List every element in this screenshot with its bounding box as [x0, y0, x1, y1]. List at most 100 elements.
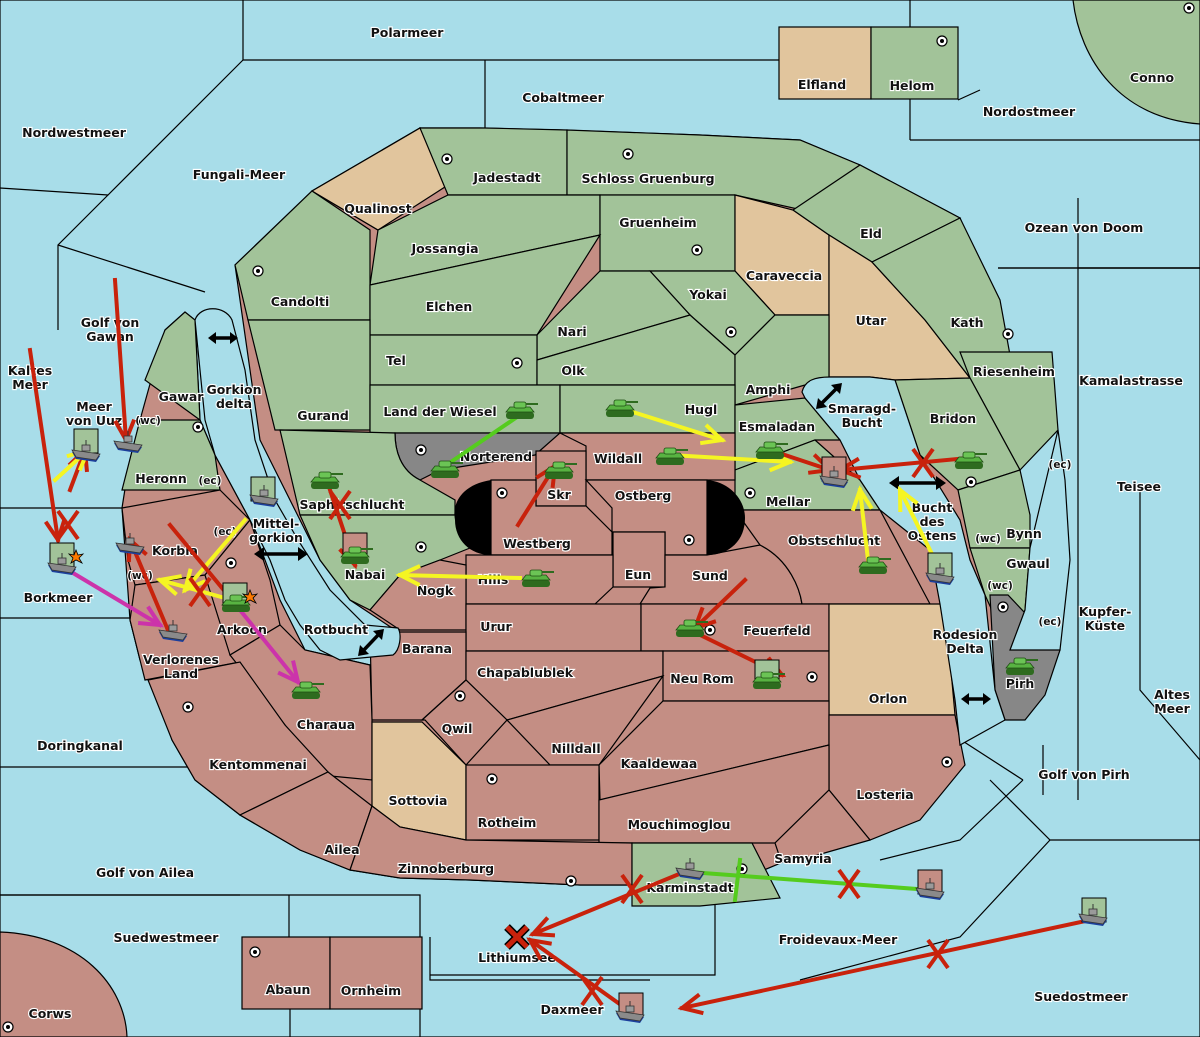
territory-urur[interactable]	[465, 603, 642, 652]
army-unit-icon[interactable]	[605, 399, 638, 417]
territory-elfland[interactable]	[778, 26, 872, 100]
territory-conno[interactable]	[1072, 0, 1200, 125]
supply-center-icon	[965, 476, 977, 488]
label-cobaltmeer: Cobaltmeer	[522, 90, 604, 105]
fleet-unit-icon[interactable]	[249, 485, 279, 507]
supply-center-icon	[683, 534, 695, 546]
army-unit-icon[interactable]	[521, 569, 554, 587]
label-wildall: Wildall	[594, 451, 642, 466]
failed-order-x-icon	[580, 975, 604, 1007]
label-gawar: Gawar	[159, 389, 205, 404]
order-support-arrow	[182, 517, 248, 594]
army-unit-icon[interactable]	[340, 546, 373, 564]
label-schloss: Schloss Gruenburg	[581, 171, 714, 186]
label-daxmeer: Daxmeer	[540, 1002, 604, 1017]
units	[47, 399, 1108, 1023]
label-abaun: Abaun	[266, 982, 311, 997]
territory-samyria[interactable]	[774, 789, 872, 861]
inner-seas	[194, 308, 1071, 746]
army-unit-icon[interactable]	[858, 556, 891, 574]
fleet-unit-icon[interactable]	[158, 620, 188, 642]
fleet-unit-icon[interactable]	[113, 431, 143, 453]
label-kupfer-2: Küste	[1085, 618, 1125, 633]
double-arrow-icon	[961, 693, 991, 705]
army-unit-icon[interactable]	[430, 460, 463, 478]
label-norterend: Norterend	[460, 449, 532, 464]
failed-order-x-icon	[56, 509, 80, 541]
order-support-arrow	[617, 405, 727, 446]
destroyed-explosion-icon	[67, 548, 85, 564]
label-eld: Eld	[860, 226, 882, 241]
supply-center-icon	[415, 444, 427, 456]
fleet-unit-icon[interactable]	[47, 553, 77, 575]
label-chapa: Chapablublek	[477, 665, 574, 680]
territory-eun[interactable]	[612, 531, 666, 588]
label-mouchimoglou: Mouchimoglou	[628, 817, 731, 832]
territory-qwil[interactable]	[420, 679, 508, 766]
territory-gruenheim[interactable]	[599, 194, 736, 272]
fleet-unit-icon[interactable]	[915, 878, 945, 900]
standoff-x-icon	[504, 924, 530, 950]
label-nari: Nari	[557, 324, 586, 339]
label-ornheim: Ornheim	[341, 983, 401, 998]
order-convoy-line	[442, 412, 523, 469]
territory-heronn[interactable]	[121, 419, 221, 491]
army-unit-icon[interactable]	[655, 447, 688, 465]
territory-gawar[interactable]	[144, 311, 201, 422]
army-unit-icon[interactable]	[291, 681, 324, 699]
supply-center-icon	[622, 148, 634, 160]
label-nordostmeer: Nordostmeer	[983, 104, 1076, 119]
fleet-unit-icon[interactable]	[925, 563, 955, 585]
fleet-unit-icon[interactable]	[115, 533, 145, 555]
army-unit-icon[interactable]	[752, 671, 785, 689]
order-convoy-line	[687, 869, 933, 893]
army-unit-icon[interactable]	[755, 441, 788, 459]
army-unit-icon[interactable]	[544, 461, 577, 479]
label-sund: Sund	[692, 568, 728, 583]
army-unit-icon[interactable]	[1005, 657, 1038, 675]
territory-corws[interactable]	[0, 931, 128, 1037]
fleet-unit-icon[interactable]	[675, 858, 705, 880]
label-borkmeer: Borkmeer	[24, 590, 94, 605]
label-uuz-2: von Uuz	[66, 413, 122, 428]
order-convoy-line	[732, 857, 743, 903]
label-kamala: Kamalastrasse	[1079, 373, 1183, 388]
coast-ec-bynn: (ec)	[1049, 459, 1072, 471]
supply-center-icon	[252, 265, 264, 277]
army-unit-icon[interactable]	[310, 471, 343, 489]
label-obstschlucht: Obstschlucht	[788, 533, 880, 548]
label-hugl: Hugl	[685, 402, 718, 417]
fleet-unit-icon[interactable]	[615, 1001, 645, 1023]
fleet-unit-icon[interactable]	[1078, 904, 1108, 926]
territory-candolti[interactable]	[234, 190, 371, 321]
label-gwaul: Gwaul	[1006, 556, 1049, 571]
territory-saphirschlucht[interactable]	[279, 429, 456, 516]
destroyed-explosion-icon	[241, 588, 259, 604]
territory-ornheim[interactable]	[329, 936, 423, 1010]
army-unit-icon[interactable]	[954, 451, 987, 469]
label-nabai: Nabai	[345, 567, 386, 582]
fleet-unit-icon[interactable]	[819, 466, 849, 488]
label-gorkion: Gorkion	[206, 382, 261, 397]
label-kupfer: Kupfer-	[1079, 604, 1132, 619]
sea-gorkion-channel	[194, 308, 401, 661]
territory-riesenheim[interactable]	[959, 351, 1059, 472]
label-kaaldewaa: Kaaldewaa	[621, 756, 698, 771]
supply-center-icon	[511, 357, 523, 369]
supply-center-icon	[182, 701, 194, 713]
territory-tel[interactable]	[369, 334, 538, 386]
label-losteria: Losteria	[856, 787, 913, 802]
supply-center-icon	[441, 153, 453, 165]
territory-bynn[interactable]	[957, 469, 1031, 549]
sea-east-channel	[801, 376, 1006, 746]
order-move-arrow	[528, 869, 687, 938]
army-unit-icon[interactable]	[675, 619, 708, 637]
label-altes: Altes	[1154, 687, 1190, 702]
label-mittel-2: gorkion	[249, 530, 303, 545]
army-unit-icon[interactable]	[505, 401, 538, 419]
territory-zinnoberburg[interactable]	[349, 805, 633, 886]
fleet-unit-icon[interactable]	[71, 440, 101, 462]
